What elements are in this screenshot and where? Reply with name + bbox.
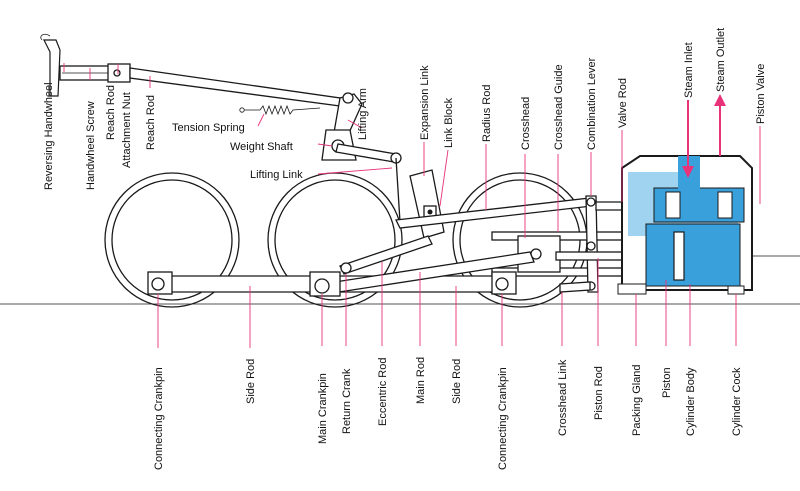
reach-rod xyxy=(129,67,341,107)
label-piston-rod: Piston Rod xyxy=(593,366,605,420)
return-crank xyxy=(340,262,352,274)
label-expansion-link: Expansion Link xyxy=(419,65,431,140)
cylinder-cock xyxy=(727,285,745,295)
label-reach-rod-attachment-nut-line2: Attachment Nut xyxy=(121,92,133,168)
label-crosshead-guide: Crosshead Guide xyxy=(553,64,565,150)
label-cylinder-body: Cylinder Body xyxy=(685,367,697,436)
label-steam-outlet: Steam Outlet xyxy=(715,28,727,92)
leader-lines xyxy=(63,63,761,348)
label-steam-inlet: Steam Inlet xyxy=(683,42,695,98)
label-cylinder-cock: Cylinder Cock xyxy=(731,367,743,436)
label-reach-rod: Reach Rod xyxy=(145,95,157,150)
label-weight-shaft: Weight Shaft xyxy=(230,141,293,153)
label-connecting-crankpin-right: Connecting Crankpin xyxy=(497,367,509,470)
connecting-crankpin-left xyxy=(147,271,173,295)
label-side-rod-left: Side Rod xyxy=(245,359,257,404)
steam-inlet-arrow xyxy=(682,100,694,178)
label-packing-gland: Packing Gland xyxy=(631,364,643,436)
crosshead-link xyxy=(559,281,591,293)
label-main-crankpin: Main Crankpin xyxy=(317,373,329,444)
label-reach-rod-attachment-nut-line1: Reach Rod xyxy=(105,85,117,140)
label-piston: Piston xyxy=(661,367,673,398)
label-tension-spring: Tension Spring xyxy=(172,122,245,134)
label-piston-valve: Piston Valve xyxy=(755,64,767,124)
main-crankpin xyxy=(309,271,341,297)
packing-gland xyxy=(617,283,647,295)
label-connecting-crankpin-left: Connecting Crankpin xyxy=(153,367,165,470)
connecting-crankpin-right xyxy=(491,271,517,295)
label-reversing-handwheel: Reversing Handwheel xyxy=(43,82,55,190)
label-radius-rod: Radius Rod xyxy=(481,85,493,142)
label-crosshead-link: Crosshead Link xyxy=(557,359,569,436)
steam-outlet-arrow xyxy=(714,94,726,156)
piston xyxy=(673,231,685,281)
label-crosshead: Crosshead xyxy=(520,97,532,150)
handwheel-screw xyxy=(59,65,111,81)
wheel-left xyxy=(104,172,240,308)
reversing-handwheel xyxy=(40,33,61,97)
tension-spring xyxy=(239,104,321,116)
label-eccentric-rod: Eccentric Rod xyxy=(377,358,389,426)
label-handwheel-screw: Handwheel Screw xyxy=(85,101,97,190)
reach-rod-attachment-nut xyxy=(107,63,131,83)
label-link-block: Link Block xyxy=(443,97,455,148)
cylinder-assembly xyxy=(617,155,753,295)
label-side-rod-right: Side Rod xyxy=(451,359,463,404)
labels: Reversing Handwheel Handwheel Screw Reac… xyxy=(43,28,767,470)
label-return-crank: Return Crank xyxy=(341,368,353,434)
label-lifting-arm: Lifting Arm xyxy=(357,88,369,140)
label-lifting-link: Lifting Link xyxy=(250,169,303,181)
label-main-rod: Main Rod xyxy=(415,357,427,404)
label-valve-rod: Valve Rod xyxy=(617,78,629,128)
label-combination-lever: Combination Lever xyxy=(586,57,598,150)
eccentric-rod xyxy=(339,235,433,275)
